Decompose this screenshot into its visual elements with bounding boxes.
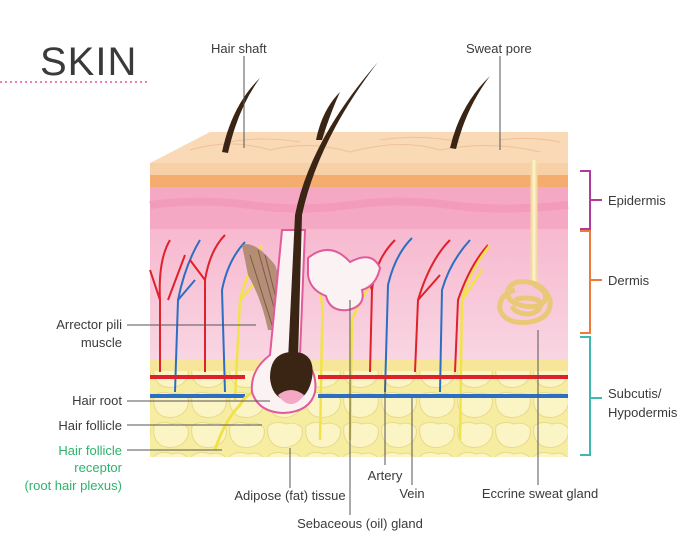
label-vein: Vein xyxy=(399,486,424,501)
label-artery: Artery xyxy=(368,468,403,483)
eccrine-sweat-gland xyxy=(497,279,553,325)
hair-shaft-main xyxy=(288,62,378,360)
label-receptor-2: receptor xyxy=(74,460,122,475)
label-receptor-3: (root hair plexus) xyxy=(24,478,122,493)
subcutis-top xyxy=(150,359,568,371)
dermis-bracket xyxy=(580,230,602,334)
diagram-title: SKIN xyxy=(40,40,137,84)
nerve-receptor xyxy=(213,390,256,451)
arrector-pili-muscle xyxy=(242,244,283,330)
label-sebaceous: Sebaceous (oil) gland xyxy=(297,516,423,531)
hair-shaft-left xyxy=(222,78,260,153)
epidermis-wave xyxy=(149,197,569,213)
sebaceous-gland xyxy=(307,249,382,312)
epidermis-orange-layer xyxy=(150,175,568,187)
label-epidermis: Epidermis xyxy=(608,193,666,208)
leader-lines xyxy=(127,56,539,515)
label-subcutis: Subcutis/ xyxy=(608,386,662,401)
label-arrector-muscle: muscle xyxy=(81,335,122,350)
hair-root-bulb xyxy=(270,352,313,401)
hair-shaft-right xyxy=(450,76,490,149)
skin-surface xyxy=(150,132,568,163)
hair-shaft-middle xyxy=(316,92,340,140)
subcutis-layer xyxy=(150,359,568,457)
label-hair-root: Hair root xyxy=(72,393,122,408)
epidermis-top-layer xyxy=(150,163,568,175)
label-hair-follicle: Hair follicle xyxy=(58,418,122,433)
label-receptor-1: Hair follicle xyxy=(58,443,122,458)
label-hair-shaft: Hair shaft xyxy=(211,41,267,56)
label-arrector-pili: Arrector pili xyxy=(56,317,122,332)
label-dermis: Dermis xyxy=(608,273,650,288)
label-hypodermis: Hypodermis xyxy=(608,405,678,420)
label-sweat-pore: Sweat pore xyxy=(466,41,532,56)
epidermis-bracket xyxy=(580,170,602,230)
hair-papilla xyxy=(278,390,304,404)
label-adipose: Adipose (fat) tissue xyxy=(234,488,345,503)
subcutis-bracket xyxy=(580,336,602,456)
label-eccrine: Eccrine sweat gland xyxy=(482,486,598,501)
